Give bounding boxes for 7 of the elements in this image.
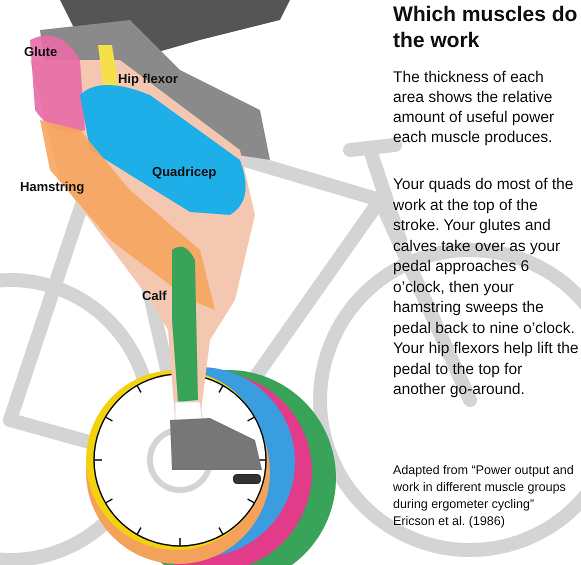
explanation-paragraph: Your quads do most of the work at the top of the stroke. Your glutes and calves take over as your pedal approaches 6 o’clock, then your hamstring sweeps the pedal back to nine o’clock. Your hip flexors help lift the pedal to the top for another go-around. <box>393 175 579 400</box>
description-paragraph: The thickness of each area shows the relative amount of useful power each muscle produces. <box>393 68 556 148</box>
muscle-label: Quadricep <box>152 164 216 179</box>
title: Which muscles do the work <box>393 2 578 54</box>
muscle-label: Hip flexor <box>118 71 178 86</box>
source-note: Adapted from “Power output and work in different muscle groups during ergometer cycling” Ericson et al. (1986) <box>393 462 575 530</box>
muscle-label: Calf <box>142 288 167 303</box>
